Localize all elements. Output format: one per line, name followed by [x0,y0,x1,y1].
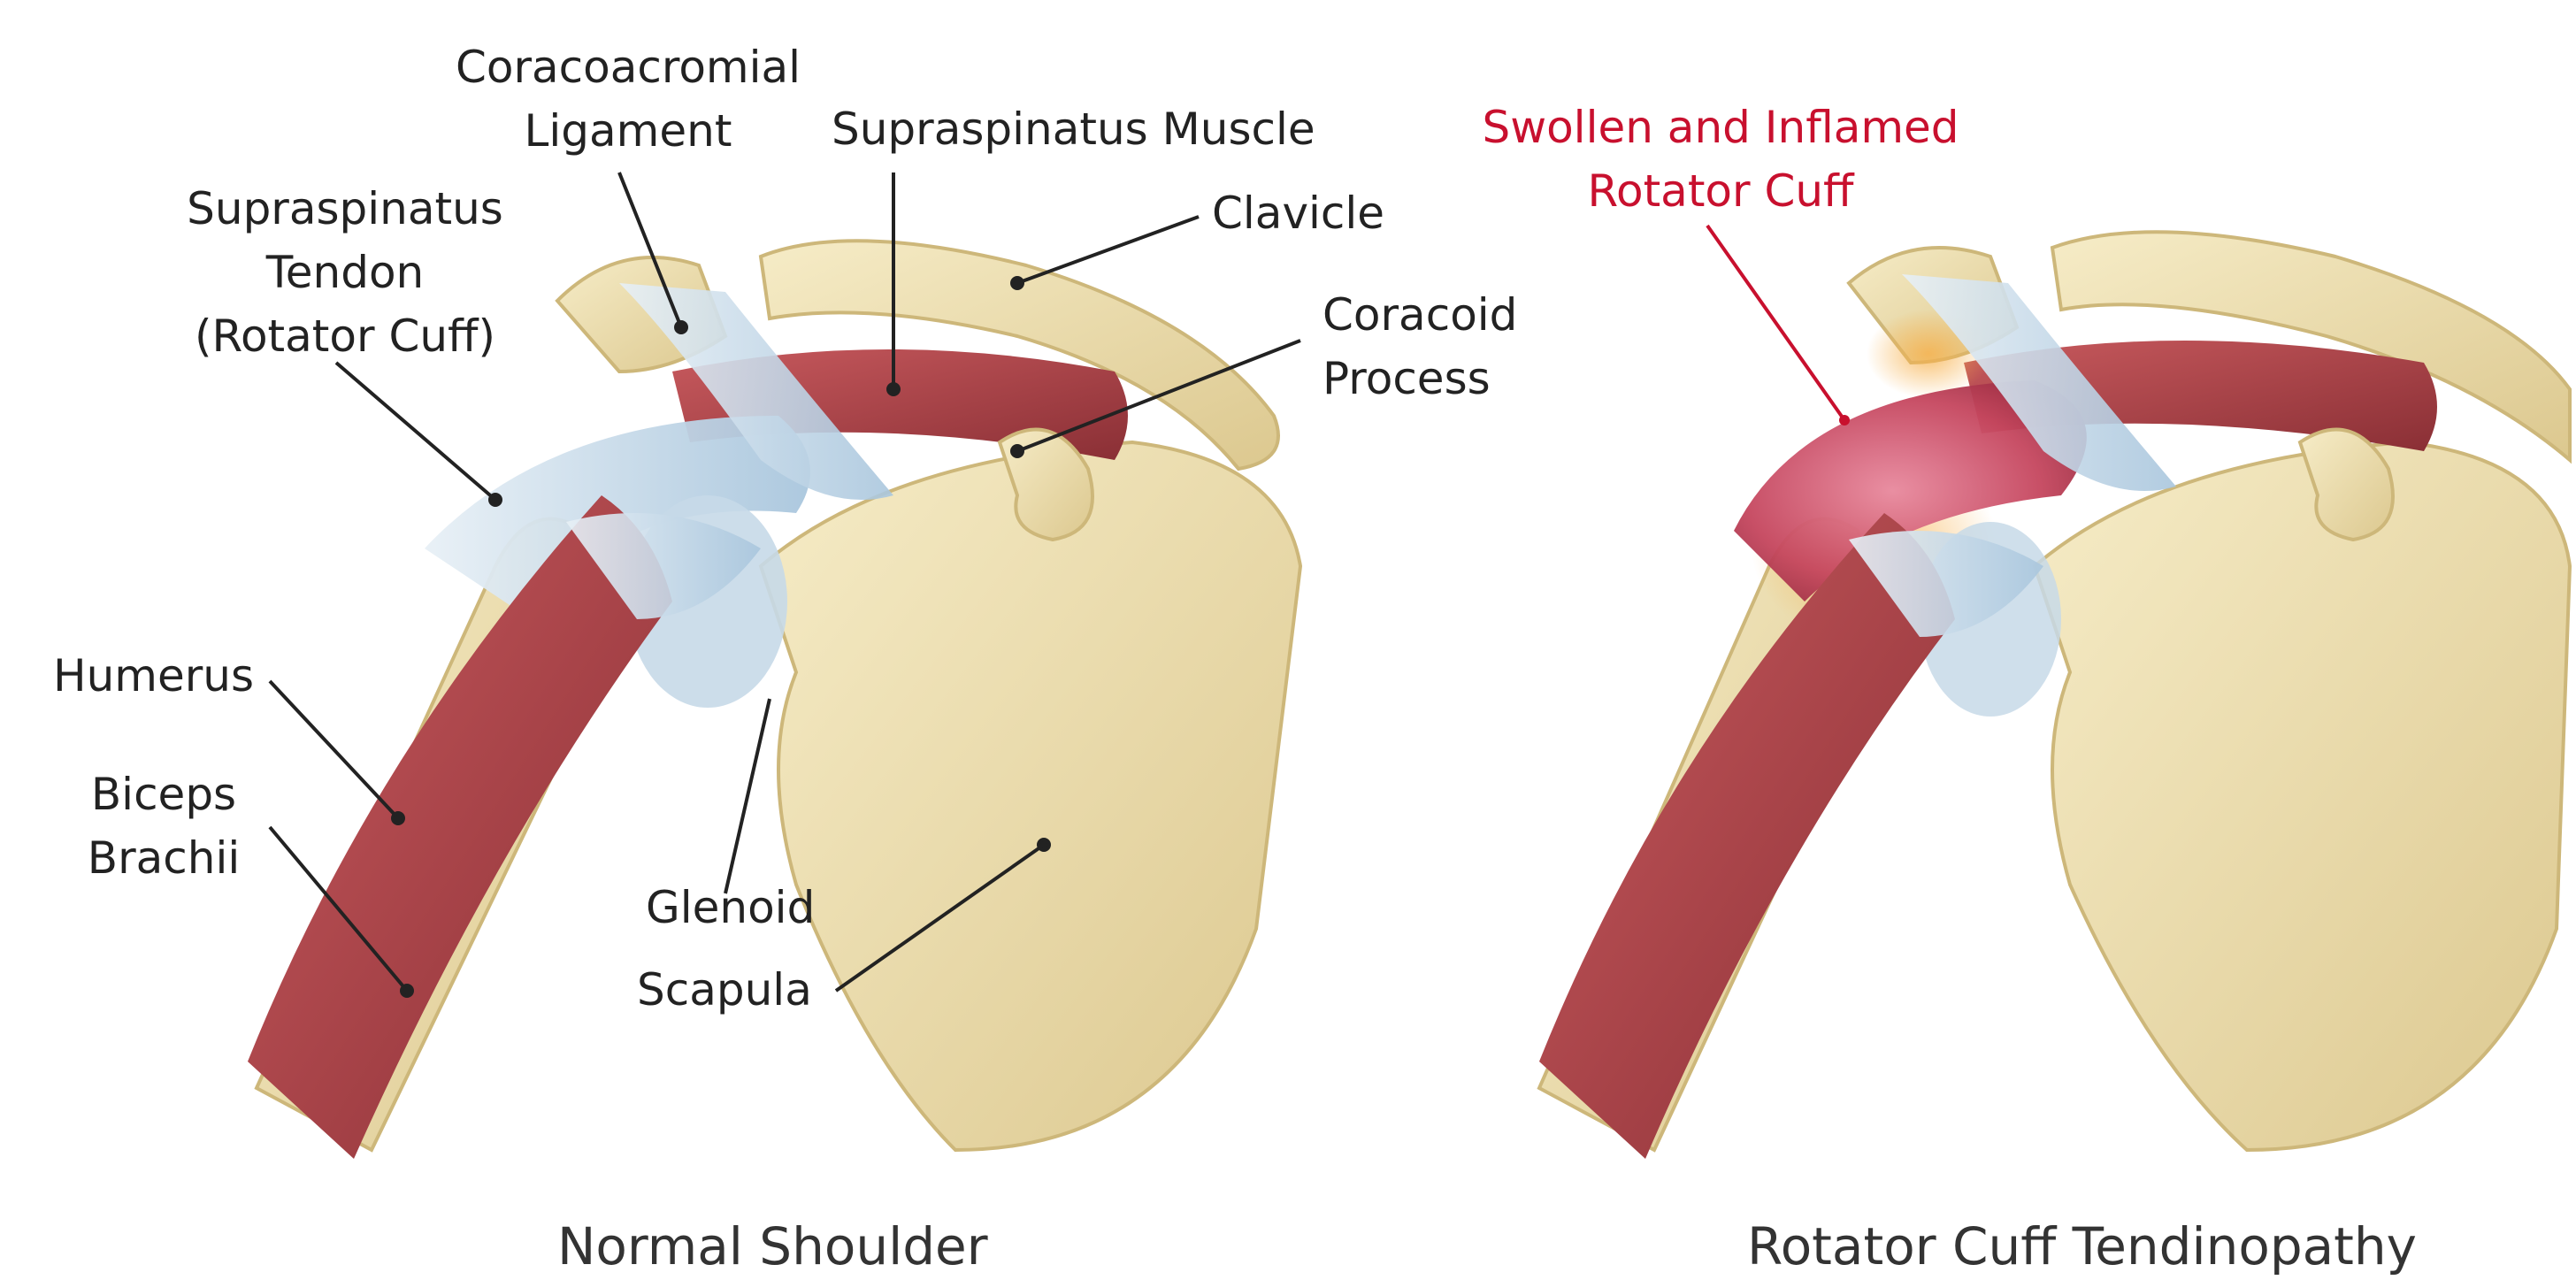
scapula-bone-2 [2035,442,2570,1150]
label-supraspinatus-tendon-line3: (Rotator Cuff) [159,304,531,368]
label-humerus: Humerus [53,644,254,708]
caption-rotator-cuff-tendinopathy: Rotator Cuff Tendinopathy [1747,1216,2417,1276]
label-scapula-text: Scapula [637,958,812,1022]
label-supraspinatus-muscle: Supraspinatus Muscle [832,97,1315,161]
label-scapula: Scapula [637,958,812,1022]
label-supraspinatus-tendon-line1: Supraspinatus [159,177,531,241]
label-coracoacromial-ligament: Coracoacromial Ligament [433,35,823,163]
label-coracoid-line1: Coracoid [1322,283,1517,347]
label-clavicle-text: Clavicle [1212,181,1384,245]
label-coracoacromial-line1: Coracoacromial [433,35,823,99]
label-coracoid-line2: Process [1322,347,1517,410]
scapula-bone [761,442,1300,1150]
biceps-brachii-muscle [248,495,672,1159]
leader-lines-tendinopathy [1707,226,1850,425]
label-inflamed-line1: Swollen and Inflamed [1460,96,1982,159]
caption-normal-shoulder: Normal Shoulder [557,1216,988,1276]
label-coracoid-process: Coracoid Process [1322,283,1517,410]
label-biceps-line1: Biceps [80,763,248,826]
label-inflamed-line2: Rotator Cuff [1460,159,1982,223]
label-supraspinatus-tendon-line2: Tendon [159,241,531,304]
label-biceps-brachii: Biceps Brachii [80,763,248,890]
label-humerus-text: Humerus [53,644,254,708]
label-glenoid: Glenoid [646,876,815,939]
label-coracoacromial-line2: Ligament [433,99,823,163]
tendinopathy-shoulder-illustration [1539,232,2570,1159]
biceps-brachii-muscle-2 [1539,513,1955,1159]
label-clavicle: Clavicle [1212,181,1384,245]
label-swollen-inflamed-rotator-cuff: Swollen and Inflamed Rotator Cuff [1460,96,1982,223]
label-supraspinatus-muscle-text: Supraspinatus Muscle [832,97,1315,161]
label-glenoid-text: Glenoid [646,876,815,939]
label-biceps-line2: Brachii [80,826,248,890]
label-supraspinatus-tendon: Supraspinatus Tendon (Rotator Cuff) [159,177,531,368]
